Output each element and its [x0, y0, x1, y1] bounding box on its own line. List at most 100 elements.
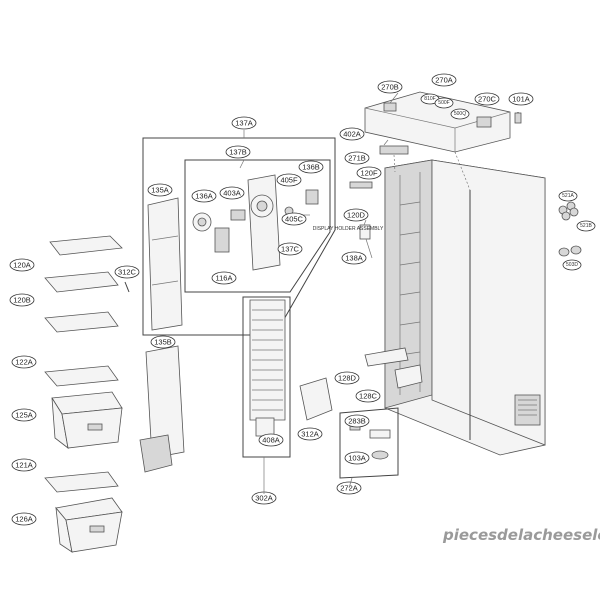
- callout-bubble: [147, 183, 173, 197]
- panel-137a-outline: [142, 137, 336, 336]
- callout-bubble: [334, 371, 360, 385]
- callout-bubble: [474, 92, 500, 106]
- callout-120d: 120D: [343, 208, 369, 222]
- callout-bubble: [343, 208, 369, 222]
- drawer-126a: [55, 497, 123, 553]
- callout-312a: 312A: [297, 427, 323, 441]
- duct-135b: [139, 434, 173, 473]
- callout-text: 402A: [343, 130, 361, 139]
- callout-text: 128C: [359, 392, 378, 401]
- callout-bubble: [114, 265, 140, 279]
- callout-135a: 135A: [147, 183, 173, 197]
- callout-text: 136A: [195, 192, 213, 201]
- callout-271b: 271B: [344, 151, 370, 165]
- callout-text: 283B: [348, 417, 366, 426]
- top-cover-assembly: [349, 91, 522, 240]
- callout-120a: 120A: [9, 258, 35, 272]
- callout-text: 135A: [151, 186, 169, 195]
- callout-bubble: [298, 160, 324, 174]
- callout-text: 408A: [262, 436, 280, 445]
- callout-138a: 138A: [341, 251, 367, 265]
- callout-bubble: [297, 427, 323, 441]
- callout-bubble: [211, 271, 237, 285]
- callout-bubble: [150, 335, 176, 349]
- callout-bubble: [277, 242, 303, 256]
- callout-text: 120A: [13, 261, 31, 270]
- callout-text: 138A: [345, 254, 363, 263]
- callout-text: 403A: [223, 189, 241, 198]
- callout-text: 122A: [15, 358, 33, 367]
- callout-text: 120F: [360, 169, 378, 178]
- callout-text: 521B: [580, 223, 592, 229]
- callout-503d: 503D: [562, 259, 582, 271]
- callout-text: 271B: [348, 154, 366, 163]
- callout-text: 135B: [154, 338, 172, 347]
- part-128c: [394, 364, 423, 389]
- callout-bubble: [377, 80, 403, 94]
- callout-text: 312A: [301, 430, 319, 439]
- callout-bubble: [276, 173, 302, 187]
- callout-500q: 500Q: [450, 108, 470, 120]
- callout-text: 270C: [478, 95, 497, 104]
- callout-121a: 121A: [11, 458, 37, 472]
- cabinet: [384, 159, 546, 456]
- callout-text: 126A: [15, 515, 33, 524]
- watermark: piecesdelacheeselec.com: [442, 526, 600, 544]
- callout-521a: 521A: [558, 190, 578, 202]
- callout-312c: 312C: [114, 265, 140, 279]
- callout-text: 137C: [281, 245, 300, 254]
- cover-312a: [299, 377, 333, 421]
- callout-bubble: [9, 293, 35, 307]
- callout-405f: 405F: [276, 173, 302, 187]
- callout-text: 270B: [381, 83, 399, 92]
- hinge-parts: [558, 201, 582, 257]
- callout-bubble: [339, 127, 365, 141]
- drawer-125a: [51, 391, 123, 449]
- callout-136a: 136A: [191, 189, 217, 203]
- callout-bubble: [11, 458, 37, 472]
- callout-bubble: [431, 73, 457, 87]
- callout-bubble: [341, 251, 367, 265]
- evaporator-302a: [242, 296, 291, 458]
- callout-120b: 120B: [9, 293, 35, 307]
- callout-126a: 126A: [11, 512, 37, 526]
- callout-text: 120D: [347, 211, 366, 220]
- callout-bubble: [558, 190, 578, 202]
- callout-text: 128D: [338, 374, 357, 383]
- callout-bubble: [11, 408, 37, 422]
- callout-116a: 116A: [211, 271, 237, 285]
- callout-text: 312C: [118, 268, 137, 277]
- callout-bubble: [219, 186, 245, 200]
- callout-137c: 137C: [277, 242, 303, 256]
- callout-408a: 408A: [258, 433, 284, 447]
- callout-bubble: [11, 355, 37, 369]
- callout-125a: 125A: [11, 408, 37, 422]
- fan-assembly: [192, 174, 319, 271]
- callout-270b: 270B: [377, 80, 403, 94]
- callout-bubble: [11, 512, 37, 526]
- liner-135a: [147, 197, 183, 331]
- callout-283b: 283B: [344, 414, 370, 428]
- callout-text: 103A: [348, 454, 366, 463]
- callout-text: 302A: [255, 494, 273, 503]
- callout-bubble: [344, 414, 370, 428]
- callout-text: 137B: [229, 148, 247, 157]
- callout-103a: 103A: [344, 451, 370, 465]
- callout-text: 116A: [216, 274, 233, 283]
- callout-bubble: [9, 258, 35, 272]
- callout-bubble: [191, 189, 217, 203]
- callout-text: 270A: [435, 76, 453, 85]
- callout-text: 121A: [15, 461, 33, 470]
- callout-120f: 120F: [356, 166, 382, 180]
- callout-bubble: [508, 92, 534, 106]
- callout-text: 500F: [438, 100, 449, 106]
- callout-128c: 128C: [355, 389, 381, 403]
- callout-text: 503D: [566, 262, 578, 268]
- callout-text: 136B: [302, 163, 320, 172]
- callout-bubble: [258, 433, 284, 447]
- callout-101a: 101A: [508, 92, 534, 106]
- callout-402a: 402A: [339, 127, 365, 141]
- label-leaders: [239, 92, 399, 494]
- display-holder-note: DISPLAY HOLDER ASSEMBLY: [313, 226, 384, 232]
